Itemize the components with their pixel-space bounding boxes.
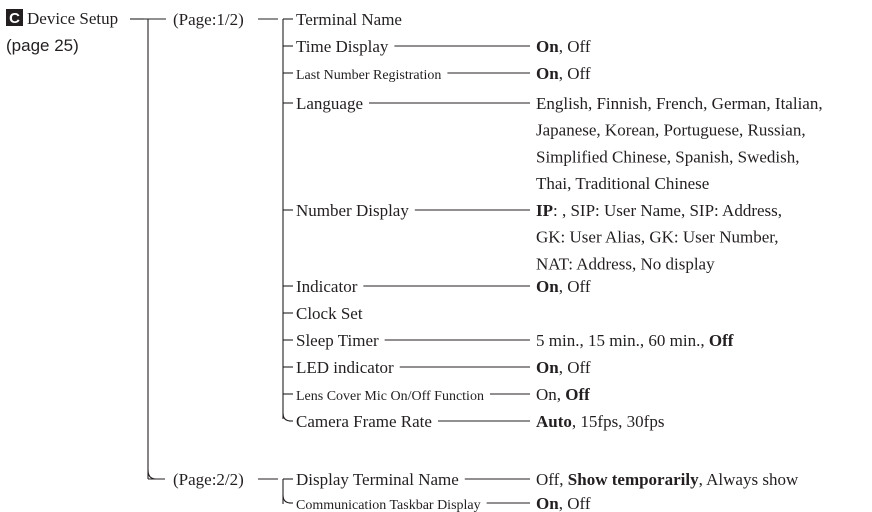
option-text: NAT: Address, No display [536,254,715,273]
menu-item-sleep-timer: Sleep Timer [296,331,379,350]
page-reference: (page 25) [6,36,79,55]
option-text: GK: User Alias, GK: User Number, [536,228,778,247]
option-text: IP [536,201,553,220]
section-c-letter: C [9,10,20,27]
option-text: On, [536,385,565,404]
option-text: On [536,494,559,512]
option-line-number-display: GK: User Alias, GK: User Number, [536,228,778,247]
page-1-label: (Page:1/2) [173,10,244,29]
menu-item-number-display: Number Display [296,201,409,220]
option-line-language: Japanese, Korean, Portuguese, Russian, [536,121,806,140]
section-c-badge [6,9,23,26]
option-text: 5 min., 15 min., 60 min., [536,331,709,350]
option-text: , Off [559,64,591,83]
option-line-lens-cover-mic-on-off-function: On, Off [536,385,590,404]
option-line-time-display: On, Off [536,37,591,56]
device-setup-label: Device Setup [27,9,118,28]
option-line-last-number-registration: On, Off [536,64,591,83]
option-text: Show temporarily [568,470,699,489]
option-text: On [536,277,559,296]
menu-item-lens-cover-mic-on-off-function: Lens Cover Mic On/Off Function [296,389,484,404]
option-text: , Always show [699,470,799,489]
option-line-indicator: On, Off [536,277,591,296]
menu-item-language: Language [296,94,363,113]
option-line-language: English, Finnish, French, German, Italia… [536,94,823,113]
option-text: , Off [559,358,591,377]
option-line-sleep-timer: 5 min., 15 min., 60 min., Off [536,331,734,350]
page-2-items: Display Terminal Name Off, Show temporari… [282,470,799,512]
option-text: Japanese, Korean, Portuguese, Russian, [536,121,806,140]
option-text: , Off [559,277,591,296]
option-line-number-display: IP: , SIP: User Name, SIP: Address, [536,201,782,220]
option-text: Off [565,385,590,404]
option-line-language: Simplified Chinese, Spanish, Swedish, [536,147,800,166]
menu-item-camera-frame-rate: Camera Frame Rate [296,412,432,431]
menu-item-last-number-registration: Last Number Registration [296,68,441,83]
option-text: Off, [536,470,568,489]
root-corner [147,469,157,480]
branch-communication-taskbar-display [282,494,292,504]
menu-item-indicator: Indicator [296,277,358,296]
option-line-led-indicator: On, Off [536,358,591,377]
option-text: English, Finnish, French, German, Italia… [536,94,823,113]
page-2-label: (Page:2/2) [173,470,244,489]
branch-camera-frame-rate [282,412,292,422]
menu-item-terminal-name: Terminal Name [296,10,402,29]
option-line-camera-frame-rate: Auto, 15fps, 30fps [536,412,664,431]
menu-item-led-indicator: LED indicator [296,358,394,377]
option-text: , 15fps, 30fps [572,412,665,431]
menu-item-time-display: Time Display [296,37,389,56]
option-text: On [536,358,559,377]
option-text: On [536,37,559,56]
option-text: , Off [559,37,591,56]
menu-item-display-terminal-name: Display Terminal Name [296,470,459,489]
option-line-display-terminal-name: Off, Show temporarily, Always show [536,470,799,489]
option-line-communication-taskbar-display: On, Off [536,494,591,512]
option-text: Off [709,331,734,350]
menu-item-clock-set: Clock Set [296,304,363,323]
option-text: On [536,64,559,83]
option-line-language: Thai, Traditional Chinese [536,174,709,193]
option-text: : , SIP: User Name, SIP: Address, [553,201,782,220]
option-line-number-display: NAT: Address, No display [536,254,715,273]
option-text: Auto [536,412,572,431]
menu-item-communication-taskbar-display: Communication Taskbar Display [296,498,481,512]
option-text: , Off [559,494,591,512]
option-text: Thai, Traditional Chinese [536,174,709,193]
option-text: Simplified Chinese, Spanish, Swedish, [536,147,800,166]
